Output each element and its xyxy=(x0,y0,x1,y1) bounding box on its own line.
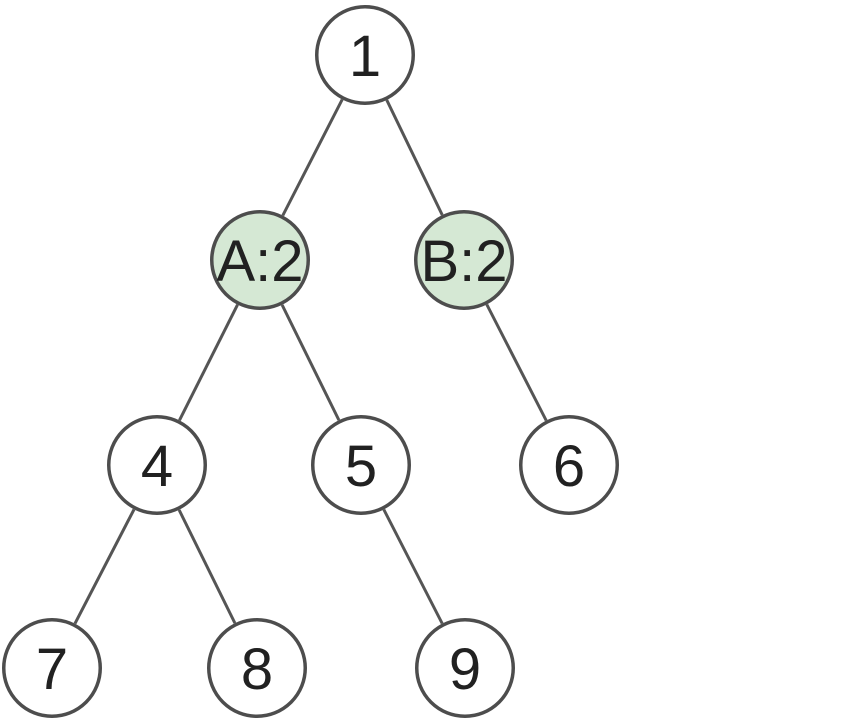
node-circle xyxy=(107,415,207,515)
node-circle xyxy=(207,618,307,718)
tree-edge-1-B xyxy=(385,99,444,216)
node-circle xyxy=(311,415,411,515)
tree-edge-1-A xyxy=(281,98,344,217)
tree-node-A: A:2 xyxy=(210,210,310,310)
tree-edge-4-7 xyxy=(73,508,136,625)
node-circle-highlighted xyxy=(210,210,310,310)
tree-edge-4-8 xyxy=(177,509,237,624)
node-label: B:2 xyxy=(420,229,507,294)
node-label: 7 xyxy=(36,637,68,702)
node-circle xyxy=(315,5,415,105)
node-circle xyxy=(519,415,619,515)
tree-node-5: 5 xyxy=(311,415,411,515)
node-label: 6 xyxy=(553,434,585,499)
tree-edge-A-4 xyxy=(178,304,239,421)
tree-edge-B-6 xyxy=(485,303,548,422)
node-circle-highlighted xyxy=(414,210,514,310)
node-label: 9 xyxy=(449,637,481,702)
tree-node-4: 4 xyxy=(107,415,207,515)
node-label: 1 xyxy=(349,24,381,89)
node-label: 4 xyxy=(141,434,173,499)
tree-node-7: 7 xyxy=(2,618,102,718)
node-circle xyxy=(2,618,102,718)
tree-node-9: 9 xyxy=(415,618,515,718)
tree-edge-5-9 xyxy=(382,508,444,625)
node-label: 5 xyxy=(345,434,377,499)
tree-node-B: B:2 xyxy=(414,210,514,310)
tree-edge-A-5 xyxy=(280,304,341,421)
node-circle xyxy=(415,618,515,718)
node-label: 8 xyxy=(241,637,273,702)
tree-node-8: 8 xyxy=(207,618,307,718)
node-label: A:2 xyxy=(216,229,303,294)
tree-node-1: 1 xyxy=(315,5,415,105)
tree-node-6: 6 xyxy=(519,415,619,515)
